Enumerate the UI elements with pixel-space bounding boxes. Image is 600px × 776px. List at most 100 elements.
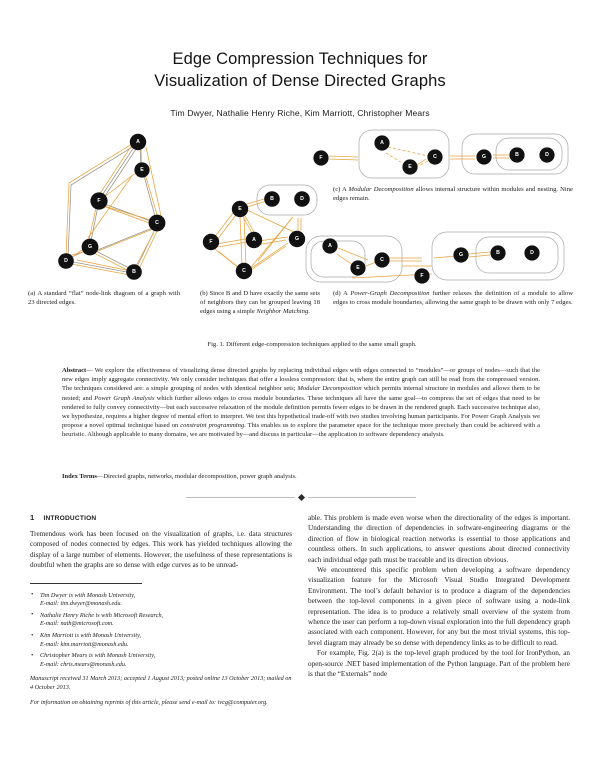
title-line-1: Edge Compression Techniques for [172, 50, 428, 68]
abstract-text-2: which permits internal structure in modu… [62, 385, 540, 402]
svg-text:F: F [209, 239, 212, 245]
figure-1d-graph: A E C G B D F [304, 226, 574, 288]
edges-orange [64, 141, 162, 276]
abstract-paragraph: Abstract— We explore the effectiveness o… [62, 366, 540, 440]
edges-gray [66, 143, 158, 274]
svg-text:G: G [482, 154, 486, 160]
footnote-affiliation: Kim Marriott is with Monash University, [40, 632, 142, 639]
edges [336, 247, 491, 279]
figure-1: A E F C G D B [28, 128, 574, 353]
nodes: B D E F A G C [202, 191, 310, 280]
title-block: Edge Compression Techniques for Visualiz… [60, 48, 540, 118]
power-graph-decomposition-diagram: A E C G B D F [305, 231, 565, 284]
list-item: Kim Marriott is with Monash University, … [30, 631, 292, 649]
list-item: Christopher Mears is with Monash Univers… [30, 652, 292, 669]
footnote-affiliation: Christopher Mears is with Monash Univers… [40, 652, 156, 660]
abstract-dash: — [86, 367, 93, 374]
caption-d-em: Power-Graph Decomposition [350, 290, 430, 297]
figure-1-main-caption: Fig. 1. Different edge-compression techn… [207, 341, 417, 348]
index-terms: Index Terms—Directed graphs, networks, m… [62, 472, 540, 481]
caption-b-pre: (b) Since B and D have exactly the same … [200, 290, 320, 315]
body-column-left: 1 INTRODUCTION Tremendous work has been f… [30, 513, 292, 707]
abstract-text-1: We explore the effectiveness of visualiz… [62, 367, 540, 393]
svg-text:C: C [433, 154, 437, 160]
abstract-em-2: Power Graph Analysis [94, 394, 155, 402]
footnote-email: E-mail: tim.dwyer@monash.edu. [40, 600, 122, 608]
footnote-rule [30, 582, 142, 584]
section-heading-introduction: 1 INTRODUCTION [30, 513, 292, 522]
svg-text:E: E [356, 265, 360, 271]
abstract-em-1: Modular Decomposition [297, 385, 362, 393]
svg-text:A: A [136, 139, 140, 145]
section-number: 1 [30, 513, 35, 522]
flat-node-link-diagram: A E F C G D B [58, 133, 166, 280]
author-footnotes: Tim Dwyer is with Monash University, E-m… [30, 591, 292, 708]
footnote-email: E-mail: chris.mears@monash.edu. [40, 660, 127, 668]
divider-line-right [307, 496, 416, 498]
svg-text:C: C [242, 268, 246, 274]
svg-text:B: B [515, 152, 519, 158]
index-terms-label: Index Terms [62, 473, 97, 480]
svg-text:E: E [140, 167, 144, 173]
svg-text:B: B [270, 196, 274, 202]
author-footnote-list: Tim Dwyer is with Monash University, E-m… [30, 591, 292, 670]
svg-text:F: F [319, 155, 322, 161]
caption-b-post: . [308, 307, 310, 315]
section-divider [186, 492, 416, 502]
svg-text:A: A [328, 243, 332, 249]
figure-1b-caption: (b) Since B and D have exactly the same … [200, 290, 320, 316]
nodes: A E C G B D F [322, 238, 540, 284]
title-line-2: Visualization of Dense Directed Graphs [154, 72, 446, 90]
edges [328, 146, 509, 168]
section-title: INTRODUCTION [43, 515, 97, 522]
manuscript-dates: Manuscript received 31 March 2013; accep… [30, 675, 292, 691]
reprints-note: For information on obtaining reprints of… [30, 698, 268, 706]
neighbor-matching-diagram: B D E F A G C [202, 184, 318, 280]
caption-c-em: Modular Decomposition [348, 186, 414, 193]
svg-text:B: B [132, 269, 136, 275]
svg-text:D: D [545, 152, 549, 158]
divider-line-left [186, 496, 295, 498]
svg-text:C: C [380, 257, 384, 263]
caption-d-pre: (d) A [333, 290, 351, 297]
svg-text:F: F [97, 198, 100, 204]
svg-text:B: B [496, 250, 500, 256]
svg-text:D: D [300, 196, 304, 202]
intro-paragraph-right-3: For example, Fig. 2(a) is the top-level … [308, 649, 570, 679]
svg-text:G: G [295, 236, 299, 242]
abstract-text-3: which further allows edges to cross modu… [62, 394, 541, 430]
figure-1c-graph: F A E C G B D [304, 128, 574, 180]
svg-text:D: D [530, 250, 534, 256]
svg-text:G: G [459, 252, 463, 258]
list-item: Tim Dwyer is with Monash University, E-m… [30, 591, 292, 609]
abstract-label: Abstract [62, 367, 87, 374]
diamond-icon [297, 493, 305, 501]
caption-c-post: allows internal structure within modules… [333, 186, 573, 202]
svg-text:A: A [380, 140, 384, 146]
figure-1a-graph: A E F C G D B [28, 128, 193, 288]
footnote-affiliation: Tim Dwyer is with Monash University, [40, 591, 136, 599]
nodes: A E F C G D B [58, 133, 166, 280]
intro-paragraph-left: Tremendous work has been focused on the … [30, 530, 292, 570]
svg-text:A: A [252, 237, 256, 243]
footnote-affiliation: Nathalie Henry Riche is with Microsoft R… [40, 611, 164, 619]
svg-text:C: C [155, 220, 159, 226]
figure-1a-caption: (a) A standard “flat” node-link diagram … [28, 290, 180, 306]
svg-text:G: G [88, 244, 92, 250]
figure-1b-graph: B D E F A G C [200, 183, 322, 288]
abstract-text-4: . This enables us to explore the paramet… [62, 422, 540, 439]
svg-text:F: F [420, 273, 423, 279]
intro-paragraph-right-2: We encountered this specific problem whe… [308, 566, 570, 647]
intro-paragraph-right-1: able. This problem is made even worse wh… [308, 514, 570, 564]
nodes: F A E C G B D [313, 135, 555, 175]
footnote-email: E-mail: nath@microsoft.com. [40, 620, 114, 628]
footnote-email: E-mail: kim.marriott@monash.edu. [40, 640, 129, 648]
caption-c-pre: (c) A [333, 186, 349, 193]
page-title: Edge Compression Techniques for Visualiz… [60, 48, 540, 92]
modular-decomposition-diagram: F A E C G B D [313, 129, 569, 179]
caption-b-em: Neighbor Matching [256, 307, 309, 315]
svg-text:D: D [64, 258, 68, 264]
figure-1d-caption: (d) A Power-Graph Decomposition further … [333, 290, 573, 308]
caption-d-post: further relaxes the definition of a modu… [333, 290, 573, 306]
